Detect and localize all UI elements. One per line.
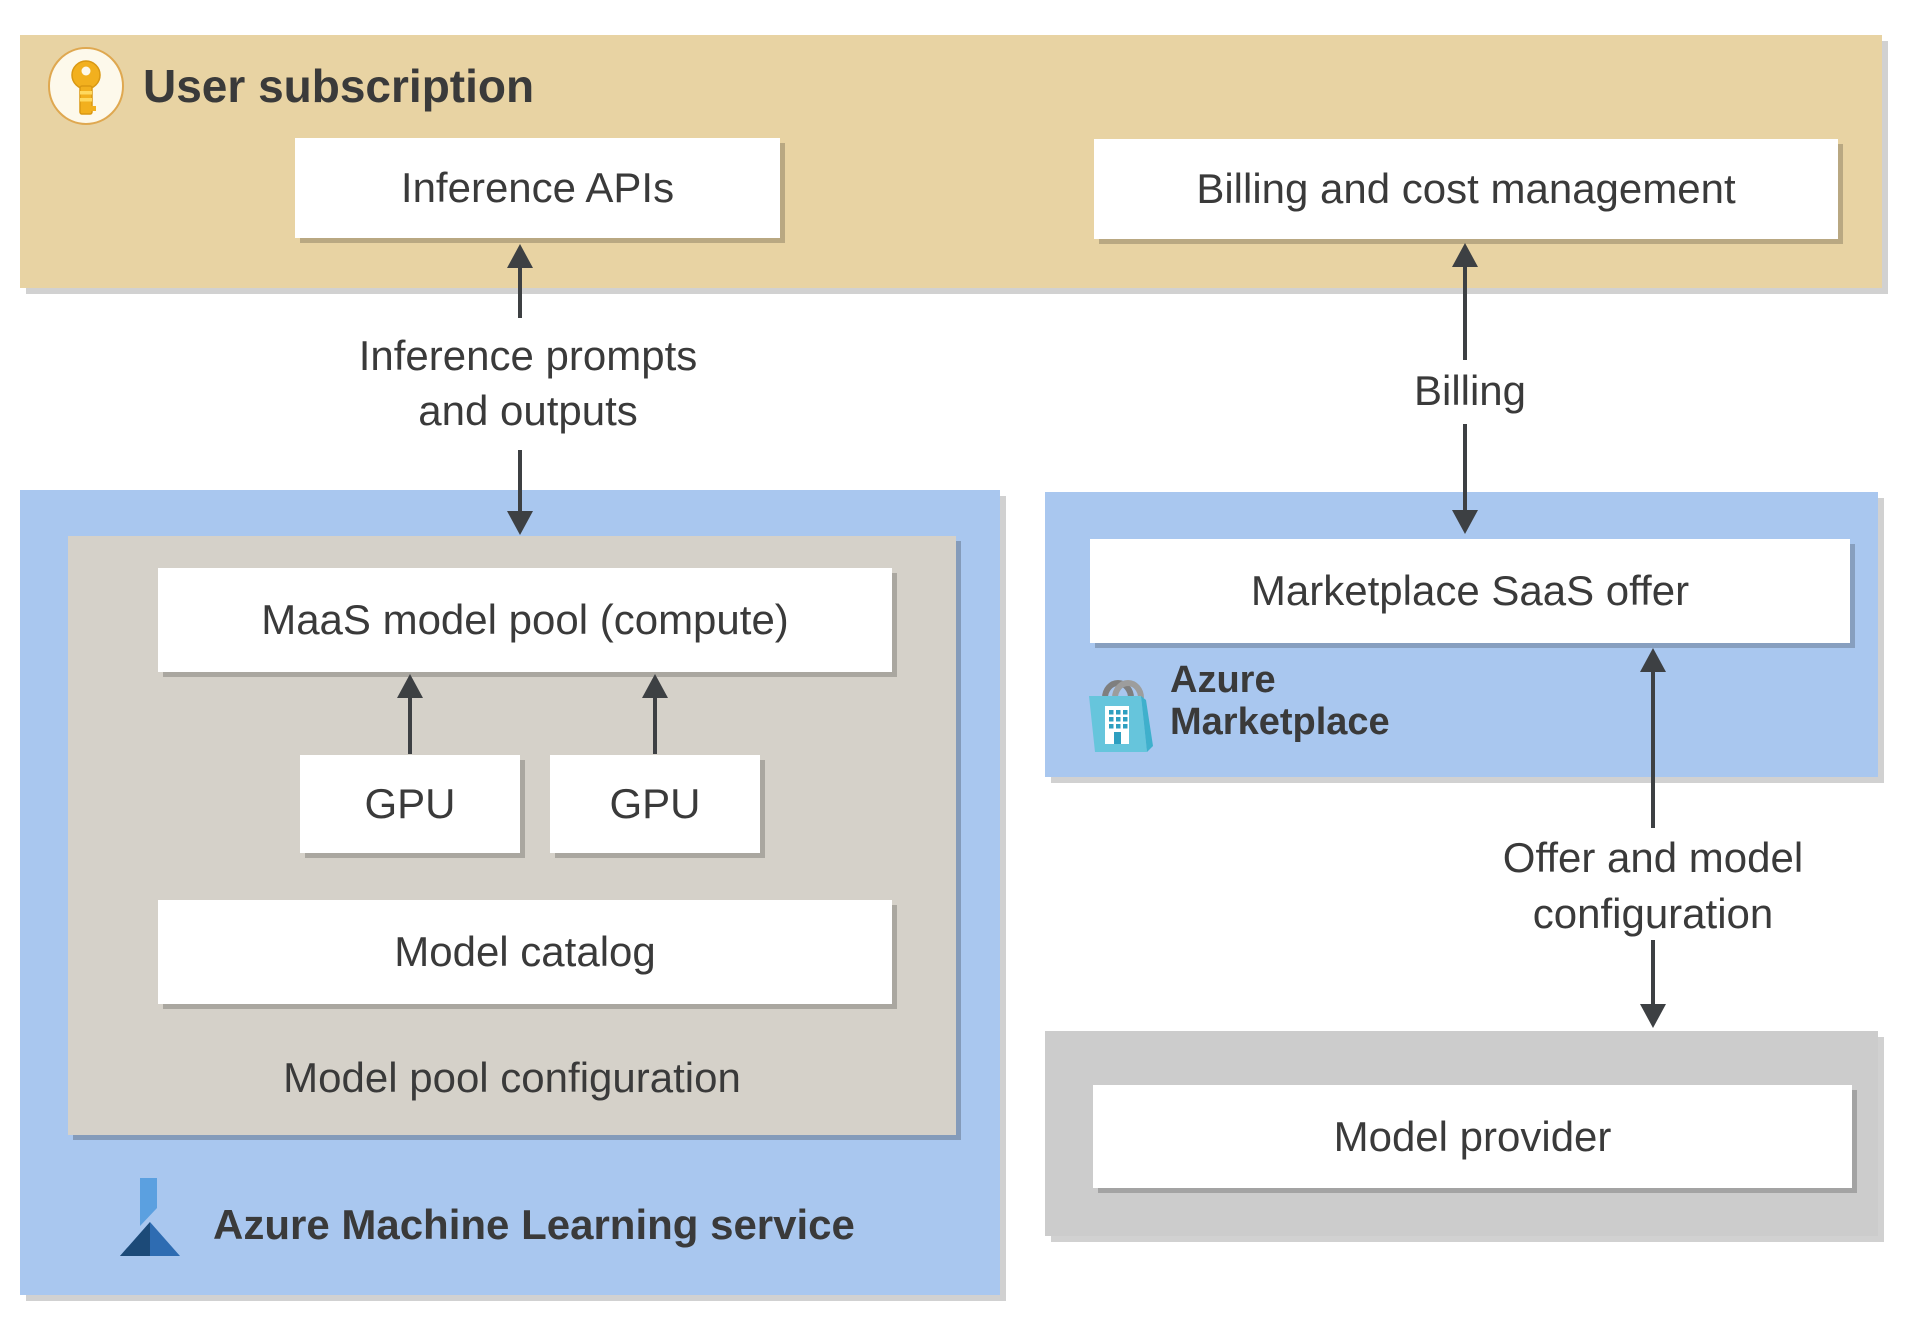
- inference-arrow-label-line2: and outputs: [418, 387, 638, 434]
- azure-marketplace-title-line2: Marketplace: [1170, 701, 1390, 743]
- gpu-box-right: GPU: [550, 755, 760, 853]
- shopping-bag-icon: [1083, 668, 1157, 761]
- billing-arrow-label: Billing: [1413, 367, 1527, 414]
- inference-arrow-up: [507, 244, 533, 318]
- inference-arrow-down: [507, 450, 533, 535]
- flask-icon: [112, 1178, 188, 1263]
- billing-arrow-up: [1452, 243, 1478, 360]
- marketplace-saas-offer-box: Marketplace SaaS offer: [1090, 539, 1850, 643]
- billing-cost-management-box: Billing and cost management: [1094, 139, 1838, 239]
- inference-apis-box: Inference APIs: [295, 138, 780, 238]
- offer-arrow-label: Offer and model configuration: [1453, 830, 1853, 942]
- azure-marketplace-title-line1: Azure: [1170, 659, 1276, 701]
- offer-arrow-label-line1: Offer and model: [1502, 834, 1804, 881]
- offer-arrow-label-line2: configuration: [1532, 890, 1774, 937]
- gpu-box-left: GPU: [300, 755, 520, 853]
- offer-arrow-up: [1640, 648, 1666, 828]
- model-pool-config-label: Model pool configuration: [283, 1054, 741, 1101]
- model-provider-box: Model provider: [1093, 1085, 1852, 1188]
- user-subscription-title: User subscription: [143, 60, 535, 112]
- model-catalog-box: Model catalog: [158, 900, 892, 1004]
- billing-arrow-down: [1452, 424, 1478, 534]
- gpu-arrow-right: [642, 674, 668, 754]
- offer-arrow-down: [1640, 940, 1666, 1028]
- inference-arrow-label-line1: Inference prompts: [358, 332, 698, 379]
- azure-marketplace-title: Azure Marketplace: [1170, 659, 1390, 743]
- azure-ml-title: Azure Machine Learning service: [213, 1201, 855, 1248]
- maas-model-pool-box: MaaS model pool (compute): [158, 568, 892, 672]
- key-icon: [47, 46, 125, 131]
- inference-arrow-label: Inference prompts and outputs: [278, 328, 778, 438]
- gpu-arrow-left: [397, 674, 423, 754]
